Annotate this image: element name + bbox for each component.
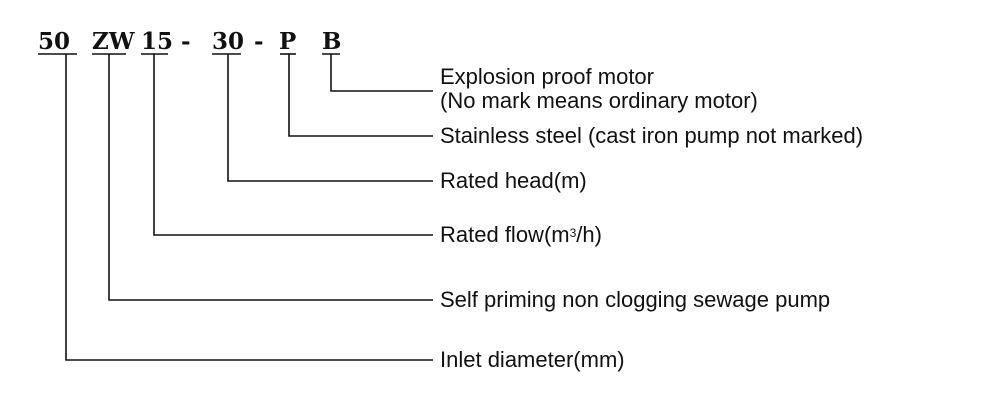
leader-head [227,54,433,182]
code-dash-1: - [181,28,191,55]
label-type: Self priming non clogging sewage pump [440,287,831,312]
label-flow-suffix: /h) [576,222,602,247]
leader-flow [153,54,433,236]
label-diameter: Inlet diameter(mm) [440,347,625,372]
code-type: ZW [92,28,135,55]
leader-motor [330,54,433,92]
leader-material [288,54,433,137]
label-motor-line1: Explosion proof motor [440,64,654,89]
label-flow: Rated flow(m3/h) [440,222,602,248]
label-head: Rated head(m) [440,168,587,193]
code-diameter: 50 [38,28,71,55]
code-flow: 15 [141,28,174,55]
leader-type [108,54,433,301]
label-flow-prefix: Rated flow(m [440,222,570,247]
leader-diameter [65,54,433,361]
label-material: Stainless steel (cast iron pump not mark… [440,123,864,148]
code-motor: B [322,28,342,55]
code-material: P [279,28,297,55]
code-dash-2: - [254,28,264,55]
code-head: 30 [212,28,245,55]
label-flow-superscript: 3 [569,226,577,240]
label-motor-line2: (No mark means ordinary motor) [440,88,758,113]
